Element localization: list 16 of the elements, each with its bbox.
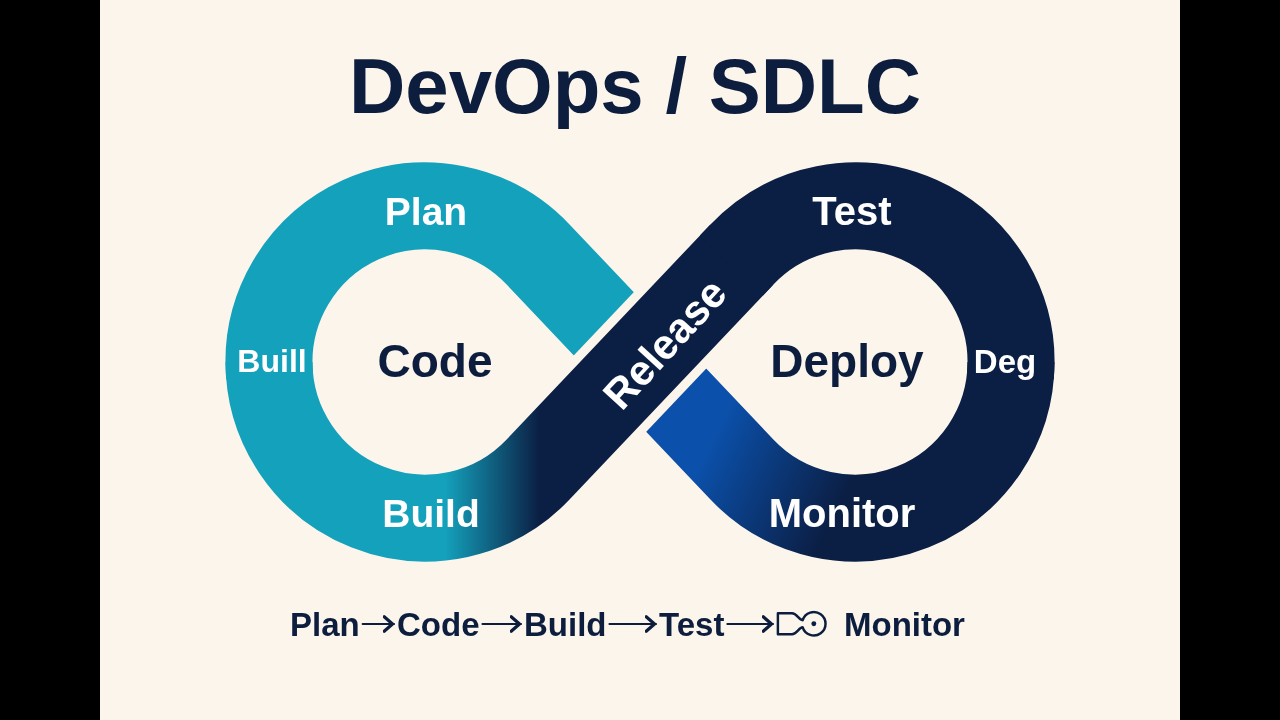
stage-label: Deg: [973, 344, 1037, 378]
arrow: [608, 615, 658, 633]
stage-label: Monitor: [768, 493, 916, 533]
stage-label: Plan: [384, 191, 468, 231]
stage-label: Test: [812, 191, 892, 231]
stage-label: Code: [377, 338, 493, 384]
stage-label: Build: [382, 493, 480, 533]
step-label: Monitor: [844, 607, 965, 641]
arrow: [361, 615, 396, 633]
step-label: Test: [659, 607, 725, 641]
arrow: [481, 615, 523, 633]
step-label: Code: [397, 607, 480, 641]
arrow: [726, 615, 775, 633]
stage-label: Buill: [237, 345, 307, 377]
step-label: Build: [524, 607, 607, 641]
step-label: Plan: [290, 607, 360, 641]
